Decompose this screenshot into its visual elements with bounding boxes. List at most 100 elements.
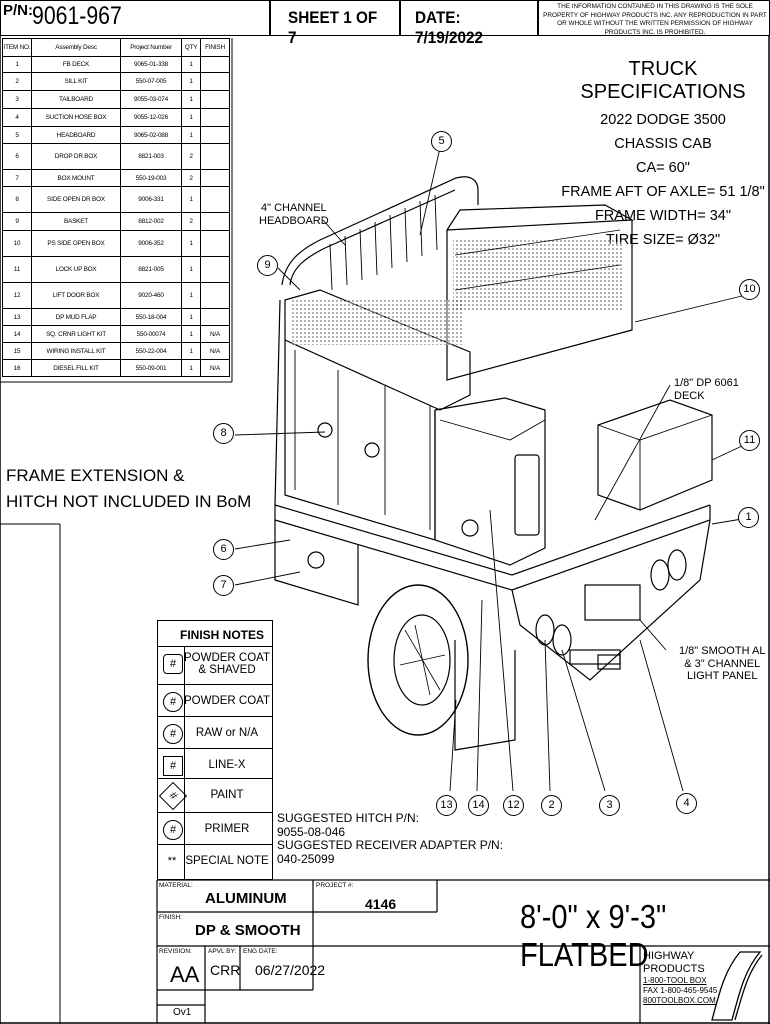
revision-value: AA xyxy=(170,962,200,987)
balloon-8: 8 xyxy=(213,423,234,444)
callout-leaders xyxy=(234,147,743,792)
finish-label: FINISH: xyxy=(159,914,183,921)
balloon-7: 7 xyxy=(213,575,234,596)
company-phone: 1-800-TOOL BOX xyxy=(643,976,707,985)
bom-cell: PS SIDE OPEN BOX xyxy=(31,230,121,257)
finish-divider xyxy=(157,684,273,685)
callout-line: HEADBOARD xyxy=(259,214,329,227)
finish-divider xyxy=(157,778,273,779)
finish-symbol-7: ** xyxy=(167,855,177,867)
material-label: MATERIAL: xyxy=(159,882,193,889)
bom-header-row: ITEM NO. Assembly Desc Project Number QT… xyxy=(2,38,230,57)
callout-line: LIGHT PANEL xyxy=(686,670,758,682)
company-fax: FAX 1-800-465-9545 xyxy=(643,986,718,995)
suggested-line: SUGGESTED HITCH P/N: xyxy=(277,811,420,825)
finish-label-6: PRIMER xyxy=(204,823,250,835)
bom-cell xyxy=(200,256,230,283)
channel-headboard-callout: 4" CHANNEL HEADBOARD xyxy=(259,202,329,227)
balloon-12: 12 xyxy=(503,795,524,816)
spec-line: 2022 DODGE 3500 xyxy=(600,112,726,128)
bom-cell: 8821-005 xyxy=(120,256,182,283)
bom-cell: DROP DR BOX xyxy=(31,143,121,170)
callout-line: & 3" CHANNEL xyxy=(684,657,761,670)
finish-label-5: PAINT xyxy=(210,789,244,801)
apvl-label: APVL BY: xyxy=(208,948,237,955)
proprietary-notice: The information contained in this drawin… xyxy=(543,3,767,36)
finish-divider xyxy=(157,844,273,845)
finish-label-1: POWDER COAT & SHAVED xyxy=(183,652,271,676)
balloon-14: 14 xyxy=(468,795,489,816)
date-box: DATE: 7/19/2022 xyxy=(400,0,538,47)
revision-label: REVISION: xyxy=(159,948,192,955)
bom-cell xyxy=(200,282,230,309)
bom-cell: 8821-003 xyxy=(120,143,182,170)
pn-box: P/N: 9061-967 xyxy=(0,0,270,36)
finish-label-2: POWDER COAT xyxy=(183,695,271,707)
finish-symbol-3: # xyxy=(163,724,183,744)
finish-col-divider xyxy=(184,646,185,880)
company-name: PRODUCTS xyxy=(643,963,705,975)
bom-cell: 12 xyxy=(2,282,32,309)
deck-callout: 1/8" DP 6061 DECK xyxy=(674,377,739,402)
suggested-line: 040-25099 xyxy=(277,851,335,866)
sheet-number: SHEET 1 OF 7 xyxy=(288,8,378,47)
bom-cell: N/A xyxy=(200,359,230,377)
frame-note-line: HITCH NOT INCLUDED IN BoM xyxy=(6,492,252,511)
project-value: 4146 xyxy=(365,896,397,912)
finish-label-3: RAW or N/A xyxy=(195,727,259,739)
suggested-line: SUGGESTED RECEIVER ADAPTER P/N: xyxy=(277,838,504,852)
drawing-date: DATE: 7/19/2022 xyxy=(415,8,484,47)
company-info: HIGHWAY PRODUCTS 1-800-TOOL BOX FAX 1-80… xyxy=(643,950,717,1006)
balloon-1: 1 xyxy=(738,507,759,528)
balloon-2: 2 xyxy=(541,795,562,816)
balloon-9: 9 xyxy=(257,255,278,276)
balloon-6: 6 xyxy=(213,539,234,560)
finish-symbol-6: # xyxy=(163,820,183,840)
finish-divider xyxy=(157,812,273,813)
bom-cell: 9006-352 xyxy=(120,230,182,257)
callout-line: 4" CHANNEL xyxy=(261,202,327,214)
frame-note-line: FRAME EXTENSION & xyxy=(6,466,185,485)
pn-label: P/N: xyxy=(3,2,33,19)
finish-symbol-4: # xyxy=(163,756,183,776)
drawing-title: 8'-0" x 9'-3" FLATBED xyxy=(520,898,667,973)
frame-extension-note: FRAME EXTENSION & HITCH NOT INCLUDED IN … xyxy=(6,463,251,515)
specs-title: TRUCK SPECIFICATIONS xyxy=(580,58,746,103)
finish-divider xyxy=(157,716,273,717)
revision-sub: Ov1 xyxy=(173,1007,192,1018)
finish-divider xyxy=(157,748,273,749)
finish-divider xyxy=(157,646,273,647)
eng-date-value: 06/27/2022 xyxy=(255,962,326,978)
bom-cell: LIFT DOOR BOX xyxy=(31,282,121,309)
sheet-box: SHEET 1 OF 7 xyxy=(270,0,400,47)
company-logo xyxy=(711,951,763,1021)
finish-value: DP & SMOOTH xyxy=(195,922,301,939)
spec-line: CA= 60" xyxy=(636,160,690,176)
spec-line: CHASSIS CAB xyxy=(614,136,712,152)
apvl-value: CRR xyxy=(210,962,241,978)
light-panel-callout: 1/8" SMOOTH AL & 3" CHANNEL LIGHT PANEL xyxy=(679,645,765,683)
truck-body xyxy=(274,176,713,751)
balloon-3: 3 xyxy=(599,795,620,816)
pn-value: 9061-967 xyxy=(32,2,122,30)
finish-label-7: SPECIAL NOTE xyxy=(185,855,269,867)
balloon-13: 13 xyxy=(436,795,457,816)
eng-date-label: ENG DATE: xyxy=(243,948,278,955)
suggested-parts: SUGGESTED HITCH P/N: 9055-08-046 SUGGEST… xyxy=(277,811,504,866)
company-name: HIGHWAY xyxy=(643,950,695,962)
balloon-10: 10 xyxy=(739,279,760,300)
project-label: PROJECT #: xyxy=(316,882,354,889)
finish-symbol-2: # xyxy=(163,692,183,712)
bill-of-materials: ITEM NO. Assembly Desc Project Number QT… xyxy=(2,38,230,377)
material-value: ALUMINUM xyxy=(205,890,287,907)
suggested-line: 9055-08-046 xyxy=(277,824,346,839)
finish-notes-title: FINISH NOTES xyxy=(180,628,265,642)
